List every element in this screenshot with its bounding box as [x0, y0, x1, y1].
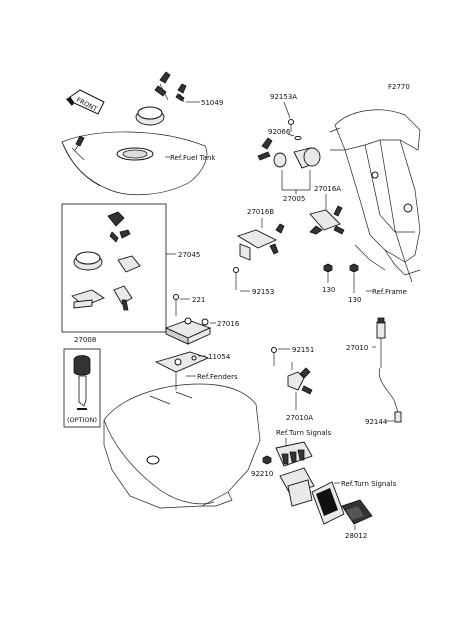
bolt-221 — [173, 294, 179, 316]
part-130b-label: 130 — [348, 296, 361, 304]
bracket-11054 — [154, 351, 210, 390]
bracket-27016B — [236, 223, 285, 261]
bracket-27016 — [164, 317, 212, 345]
ref-fuel-tank-label: Ref.Fuel Tank — [170, 154, 216, 162]
ref-turn-signals-1-label: Ref.Turn Signals — [276, 429, 332, 437]
switch-27010A — [287, 362, 313, 410]
option-label: (OPTION) — [67, 416, 97, 424]
fuel-cap-assembly — [135, 71, 187, 126]
diagram-code: F2770 — [388, 83, 410, 91]
part-27016-label: 27016 — [217, 320, 240, 328]
turn-signal-bracket — [275, 441, 315, 507]
key-set-parts — [71, 211, 141, 311]
part-11054-label: 11054 — [208, 353, 231, 361]
fuel-tank-illustration — [61, 131, 208, 196]
screw-92153A — [288, 119, 294, 132]
part-27045-label: 27045 — [178, 251, 200, 259]
part-27005-label: 27005 — [283, 195, 305, 203]
reflector-28012 — [311, 481, 373, 525]
part-27016A-label: 27016A — [314, 185, 341, 193]
rear-fender-illustration — [103, 383, 261, 509]
front-arrow: FRONT — [66, 89, 105, 115]
part-92210-label: 92210 — [251, 470, 273, 478]
switch-27010 — [376, 317, 402, 423]
washer-92066 — [294, 135, 302, 141]
part-92153-label: 92153 — [252, 288, 274, 296]
screw-92153 — [233, 267, 239, 290]
ref-frame-label: Ref.Frame — [372, 288, 407, 296]
part-28012-label: 28012 — [345, 532, 367, 540]
ignition-switch-27005 — [257, 137, 321, 169]
screw-92151 — [271, 347, 277, 366]
frame-illustration — [329, 109, 421, 283]
part-27008-label: 27008 — [74, 336, 96, 344]
part-92153A-label: 92153A — [270, 93, 297, 101]
part-92066-label: 92066 — [268, 128, 291, 136]
bracket-27016A — [309, 205, 345, 235]
part-27016B-label: 27016B — [247, 208, 274, 216]
part-92151-label: 92151 — [292, 346, 314, 354]
part-221-label: 221 — [192, 296, 205, 304]
option-box-27008 — [63, 348, 101, 428]
nut-130-a — [323, 263, 333, 273]
nut-130-b — [349, 263, 359, 273]
part-130a-label: 130 — [322, 286, 335, 294]
ref-fenders-label: Ref.Fenders — [197, 373, 238, 381]
part-51049-label: 51049 — [201, 99, 223, 107]
nut-92210 — [262, 455, 272, 465]
part-92144-label: 92144 — [365, 418, 388, 426]
part-27010-label: 27010 — [346, 344, 368, 352]
part-27010A-label: 27010A — [286, 414, 313, 422]
ref-turn-signals-2-label: Ref.Turn Signals — [341, 480, 397, 488]
key-set-box-27045 — [61, 203, 167, 333]
